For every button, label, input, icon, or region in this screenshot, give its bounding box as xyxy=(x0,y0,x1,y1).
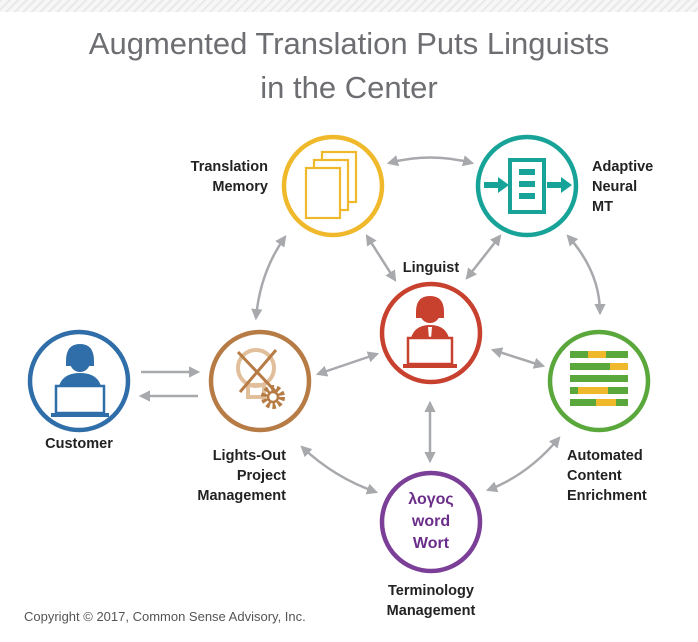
word-german: Wort xyxy=(412,535,450,552)
neural-mt-icon xyxy=(484,158,572,214)
content-bars-icon xyxy=(570,351,628,406)
title-line-1: Augmented Translation Puts Linguists xyxy=(88,26,610,61)
arrow-linguist-pm xyxy=(315,351,380,377)
diagram-title: Augmented Translation Puts Linguists in … xyxy=(0,22,698,110)
automated-content-enrichment-node xyxy=(547,329,651,433)
adaptive-neural-mt-label: Adaptive Neural MT xyxy=(592,159,654,215)
translation-memory-label: Translation Memory xyxy=(190,159,268,195)
adaptive-neural-mt-node xyxy=(475,134,579,238)
linguist-label: Linguist xyxy=(402,260,460,276)
title-line-2: in the Center xyxy=(260,70,438,105)
terminology-management-node xyxy=(379,470,483,574)
translation-memory-node xyxy=(281,134,385,238)
lights-out-project-management-node xyxy=(208,329,312,433)
linguist-node xyxy=(379,281,483,385)
customer-node xyxy=(27,329,131,433)
lights-out-project-management-label: Lights-Out Project Management xyxy=(197,448,286,504)
arrow-pm-term xyxy=(300,445,379,495)
terminology-management-label: Terminology Management xyxy=(386,583,476,619)
arrow-tm-linguist xyxy=(365,234,397,282)
multilingual-words-icon: λογος word Wort xyxy=(381,489,481,555)
person-laptop-icon xyxy=(403,296,457,368)
connector-arrows xyxy=(138,155,606,495)
document-stack-icon xyxy=(304,150,358,220)
copyright-notice: Copyright © 2017, Common Sense Advisory,… xyxy=(24,609,306,624)
arrow-mt-ace xyxy=(566,234,606,316)
top-hatch-strip xyxy=(0,0,698,12)
arrow-linguist-ace xyxy=(490,347,546,369)
automated-content-enrichment-label: Automated Content Enrichment xyxy=(567,448,647,504)
arrow-mt-linguist xyxy=(465,234,502,280)
arrow-tm-mt xyxy=(386,155,475,167)
person-laptop-icon xyxy=(51,344,109,417)
arrow-ace-term xyxy=(485,436,561,493)
word-english: word xyxy=(411,513,451,530)
word-greek: λογος xyxy=(408,491,454,508)
customer-label: Customer xyxy=(45,436,113,452)
lightbulb-gear-icon xyxy=(236,348,285,409)
arrow-tm-pm xyxy=(251,235,287,321)
